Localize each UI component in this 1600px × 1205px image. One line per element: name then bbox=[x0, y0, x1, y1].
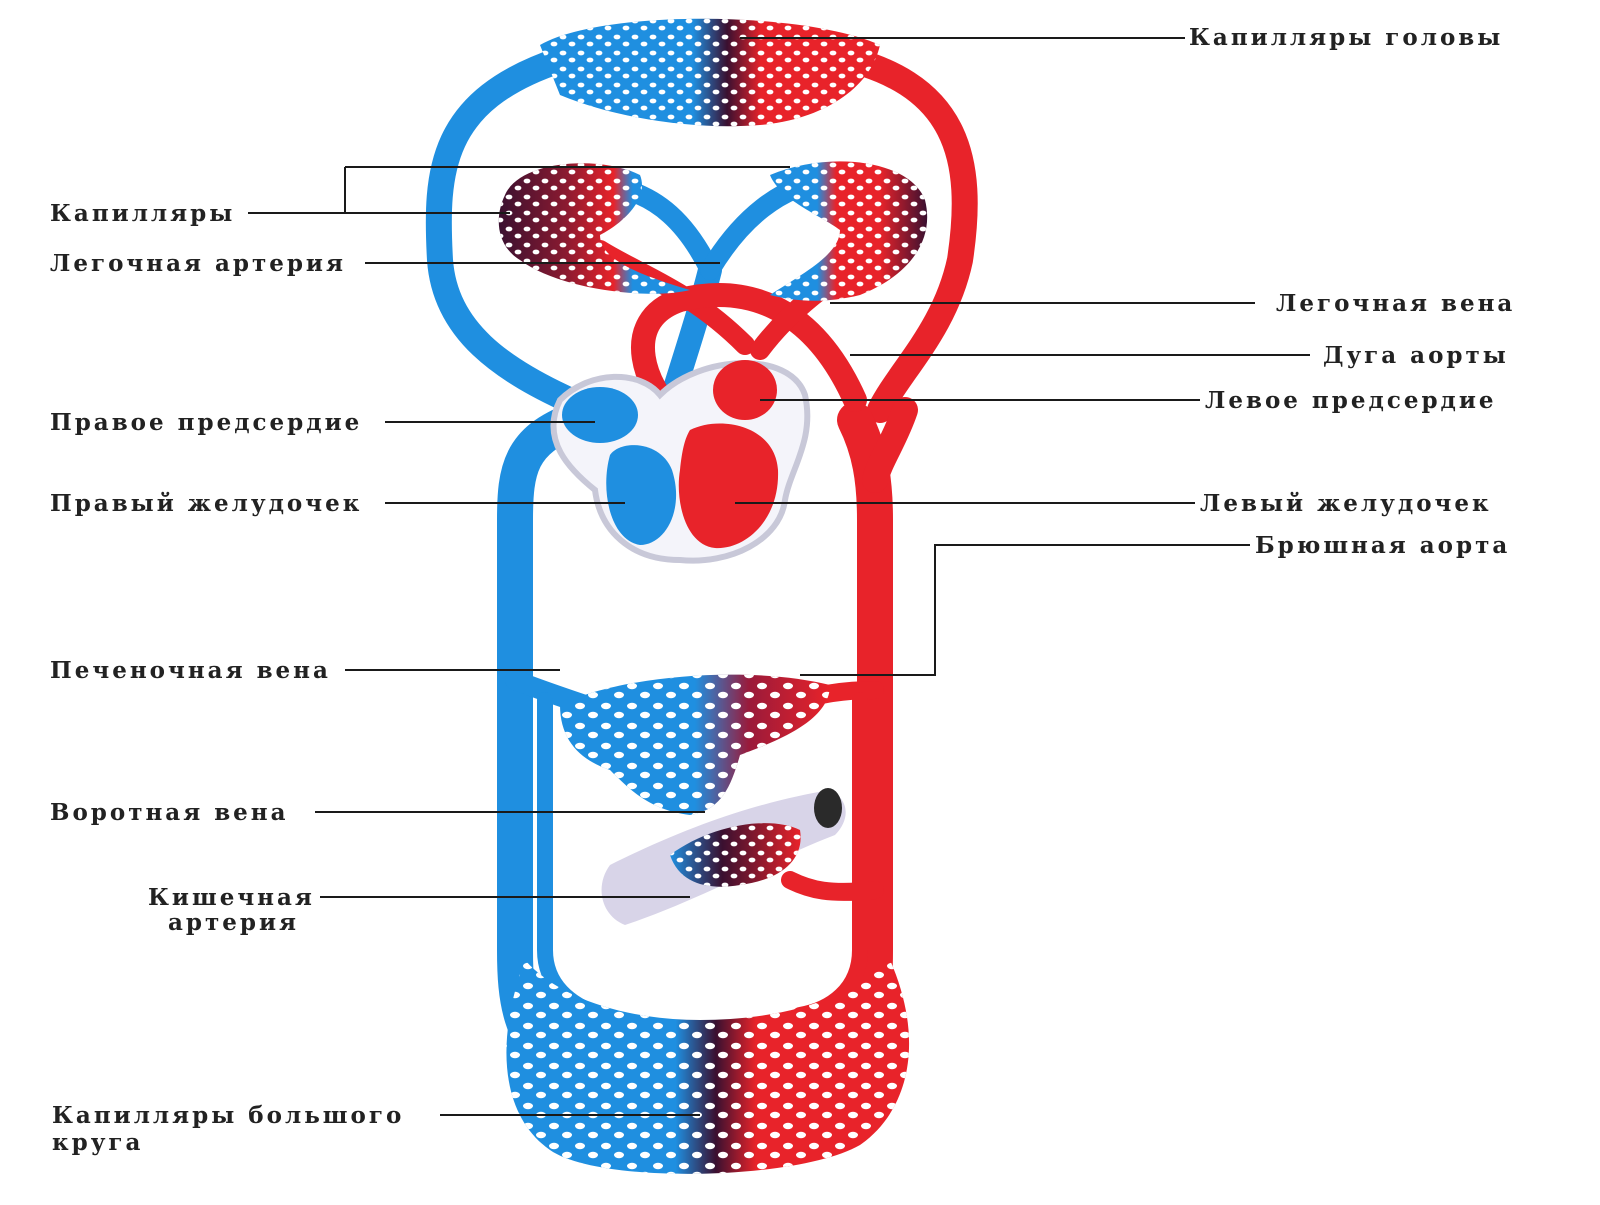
label-intestinal-artery-1: Кишечная bbox=[148, 884, 315, 911]
leader-lines bbox=[248, 37, 1310, 1116]
intestine-lumen bbox=[814, 788, 842, 828]
carotid-artery bbox=[817, 42, 978, 423]
right-ventricle-shape bbox=[606, 445, 677, 545]
heart bbox=[550, 360, 811, 564]
labels: Капилляры головы Капилляры Легочная арте… bbox=[50, 24, 1515, 1156]
label-left-atrium: Левое предсердие bbox=[1205, 387, 1497, 414]
label-left-ventricle: Левый желудочек bbox=[1200, 490, 1492, 517]
label-systemic-capillaries-2: круга bbox=[52, 1129, 143, 1156]
label-systemic-capillaries-1: Капилляры большого bbox=[52, 1102, 404, 1129]
label-pulmonary-artery: Легочная артерия bbox=[50, 250, 346, 277]
label-capillaries: Капилляры bbox=[50, 200, 235, 227]
capillary-beds bbox=[498, 18, 928, 1174]
label-head-capillaries: Капилляры головы bbox=[1189, 24, 1503, 51]
left-ventricle-shape bbox=[678, 423, 779, 549]
head-vein bbox=[425, 47, 593, 418]
label-hepatic-vein: Печеночная вена bbox=[50, 657, 331, 684]
label-right-atrium: Правое предсердие bbox=[50, 409, 362, 436]
aorta-split bbox=[862, 397, 918, 493]
label-right-ventricle: Правый желудочек bbox=[50, 490, 362, 517]
label-aortic-arch: Дуга аорты bbox=[1323, 342, 1509, 369]
left-atrium-shape bbox=[713, 360, 777, 420]
right-atrium-shape bbox=[562, 387, 638, 443]
inner-artery-loop bbox=[792, 692, 868, 1023]
label-pulmonary-vein: Легочная вена bbox=[1276, 290, 1515, 317]
label-intestinal-artery-2: артерия bbox=[168, 909, 299, 936]
label-abdominal-aorta: Брюшная аорта bbox=[1255, 532, 1510, 559]
label-portal-vein: Воротная вена bbox=[50, 799, 289, 826]
